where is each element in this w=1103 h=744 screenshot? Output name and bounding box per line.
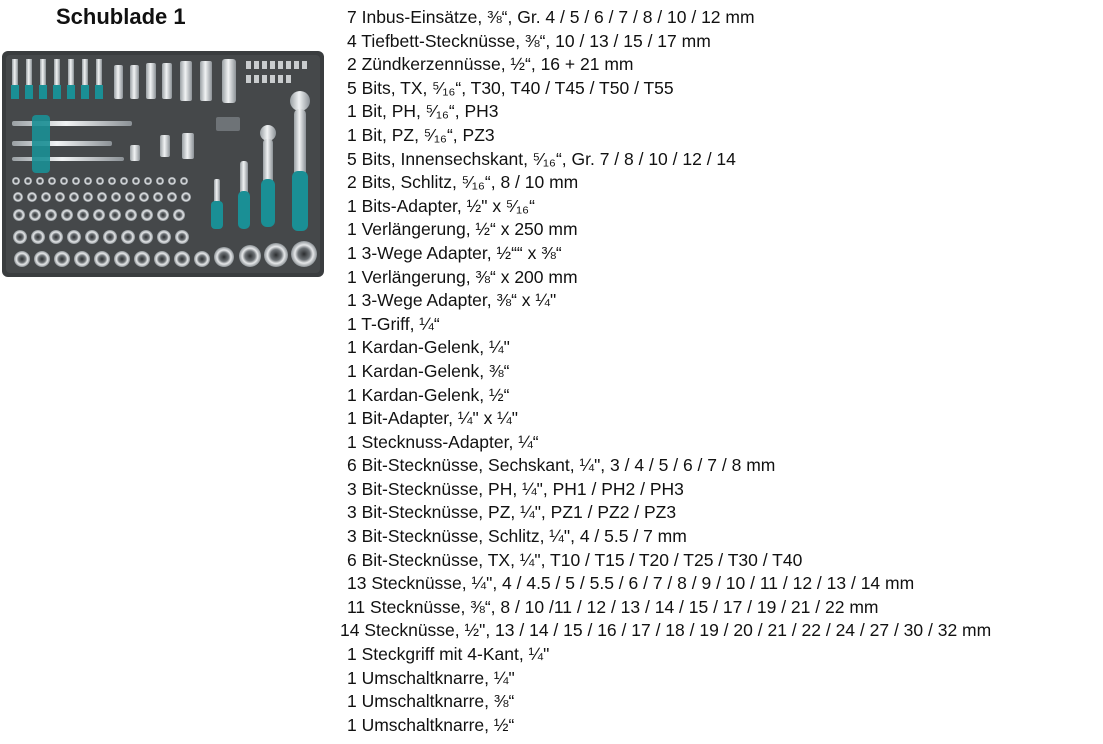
adapters	[130, 117, 240, 161]
list-item: 1 T-Griff, ¼“	[347, 313, 440, 334]
list-item: 1 3-Wege Adapter, ½““ x ⅜“	[347, 242, 562, 263]
tool-tray-photo	[2, 51, 324, 277]
drawer-title: Schublade 1	[56, 4, 186, 29]
list-item: 1 Umschaltknarre, ½“	[347, 714, 515, 735]
list-item: 5 Bits, TX, ⁵⁄₁₆“, T30, T40 / T45 / T50 …	[347, 77, 674, 98]
small-bits	[246, 61, 307, 83]
list-item: 2 Zündkerzennüsse, ½“, 16 + 21 mm	[347, 54, 634, 75]
list-item: 1 Kardan-Gelenk, ⅜“	[347, 360, 510, 381]
list-item: 3 Bit-Stecknüsse, PH, ¼", PH1 / PH2 / PH…	[347, 478, 684, 499]
list-item: 3 Bit-Stecknüsse, Schlitz, ¼", 4 / 5.5 /…	[347, 526, 687, 547]
list-item: 1 Bit, PZ, ⁵⁄₁₆“, PZ3	[347, 124, 495, 145]
list-item: 13 Stecknüsse, ¼", 4 / 4.5 / 5 / 5.5 / 6…	[347, 573, 915, 594]
list-item: 5 Bits, Innensechskant, ⁵⁄₁₆“, Gr. 7 / 8…	[347, 148, 736, 169]
contents-list: 7 Inbus-Einsätze, ⅜“, Gr. 4 / 5 / 6 / 7 …	[340, 6, 991, 737]
list-item: 1 Bit, PH, ⁵⁄₁₆“, PH3	[347, 101, 499, 122]
list-item: 14 Stecknüsse, ½", 13 / 14 / 15 / 16 / 1…	[340, 620, 992, 641]
list-item: 1 Bit-Adapter, ¼" x ¼"	[347, 408, 518, 429]
list-item: 2 Bits, Schlitz, ⁵⁄₁₆“, 8 / 10 mm	[347, 172, 579, 193]
list-item: 1 Steckgriff mit 4-Kant, ¼"	[347, 644, 550, 665]
list-item: 1 Verlängerung, ½“ x 250 mm	[347, 219, 578, 240]
list-item: 1 3-Wege Adapter, ⅜“ x ¼"	[347, 290, 557, 311]
extensions	[12, 115, 132, 173]
list-item: 11 Stecknüsse, ⅜“, 8 / 10 /11 / 12 / 13 …	[347, 596, 879, 617]
list-item: 1 Bits-Adapter, ½" x ⁵⁄₁₆“	[347, 195, 535, 216]
list-item: 4 Tiefbett-Stecknüsse, ⅜“, 10 / 13 / 15 …	[347, 30, 711, 51]
list-item: 6 Bit-Stecknüsse, Sechskant, ¼", 3 / 4 /…	[347, 455, 776, 476]
half-inch-sockets	[13, 230, 317, 267]
list-item: 1 Umschaltknarre, ⅜“	[347, 691, 515, 712]
list-item: 1 Kardan-Gelenk, ¼"	[347, 337, 510, 358]
deep-sockets	[114, 59, 236, 103]
three-eighth-sockets	[13, 209, 185, 221]
list-item: 1 Stecknuss-Adapter, ¼“	[347, 431, 539, 452]
list-item: 1 Umschaltknarre, ¼"	[347, 667, 515, 688]
list-item: 1 Kardan-Gelenk, ½“	[347, 384, 510, 405]
list-item: 3 Bit-Stecknüsse, PZ, ¼", PZ1 / PZ2 / PZ…	[347, 502, 677, 523]
hex-bit-sockets	[11, 59, 103, 99]
list-item: 6 Bit-Stecknüsse, TX, ¼", T10 / T15 / T2…	[347, 549, 803, 570]
quarter-inch-sockets	[12, 177, 191, 202]
list-item: 7 Inbus-Einsätze, ⅜“, Gr. 4 / 5 / 6 / 7 …	[347, 7, 755, 27]
list-item: 1 Verlängerung, ⅜“ x 200 mm	[347, 266, 578, 287]
ratchets	[211, 91, 310, 231]
